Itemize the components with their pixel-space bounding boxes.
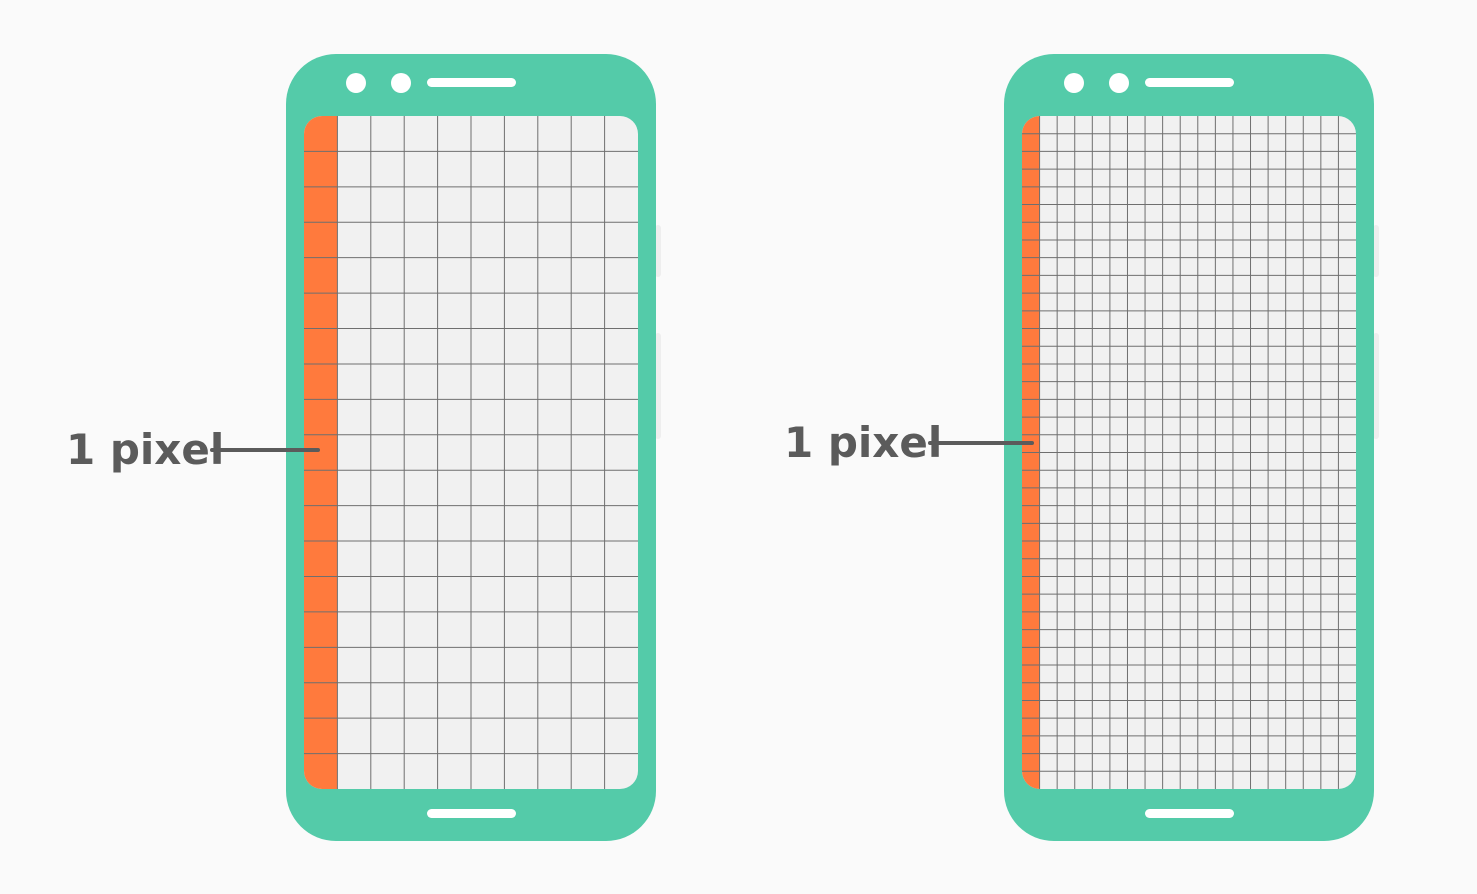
- side-button-bottom: [1373, 333, 1379, 439]
- pixel-callout: 1 pixel: [66, 425, 320, 474]
- side-button-top: [655, 225, 661, 277]
- speaker-slot: [427, 78, 516, 87]
- home-bar: [1145, 809, 1234, 818]
- side-button-bottom: [655, 333, 661, 439]
- camera-icon: [1064, 73, 1084, 93]
- phone-high-density: 1 pixel: [784, 54, 1379, 841]
- pixel-label: 1 pixel: [784, 418, 942, 467]
- speaker-slot: [1145, 78, 1234, 87]
- sensor-icon: [391, 73, 411, 93]
- home-bar: [427, 809, 516, 818]
- pixel-callout: 1 pixel: [784, 418, 1034, 467]
- camera-icon: [346, 73, 366, 93]
- pixel-label: 1 pixel: [66, 425, 224, 474]
- screen: [304, 116, 638, 789]
- highlighted-pixel-column: [304, 116, 338, 789]
- phone-low-density: 1 pixel: [66, 54, 661, 841]
- pixel-grid: [304, 116, 638, 789]
- pixel-grid: [1022, 116, 1356, 789]
- screen: [1022, 116, 1356, 789]
- side-button-top: [1373, 225, 1379, 277]
- sensor-icon: [1109, 73, 1129, 93]
